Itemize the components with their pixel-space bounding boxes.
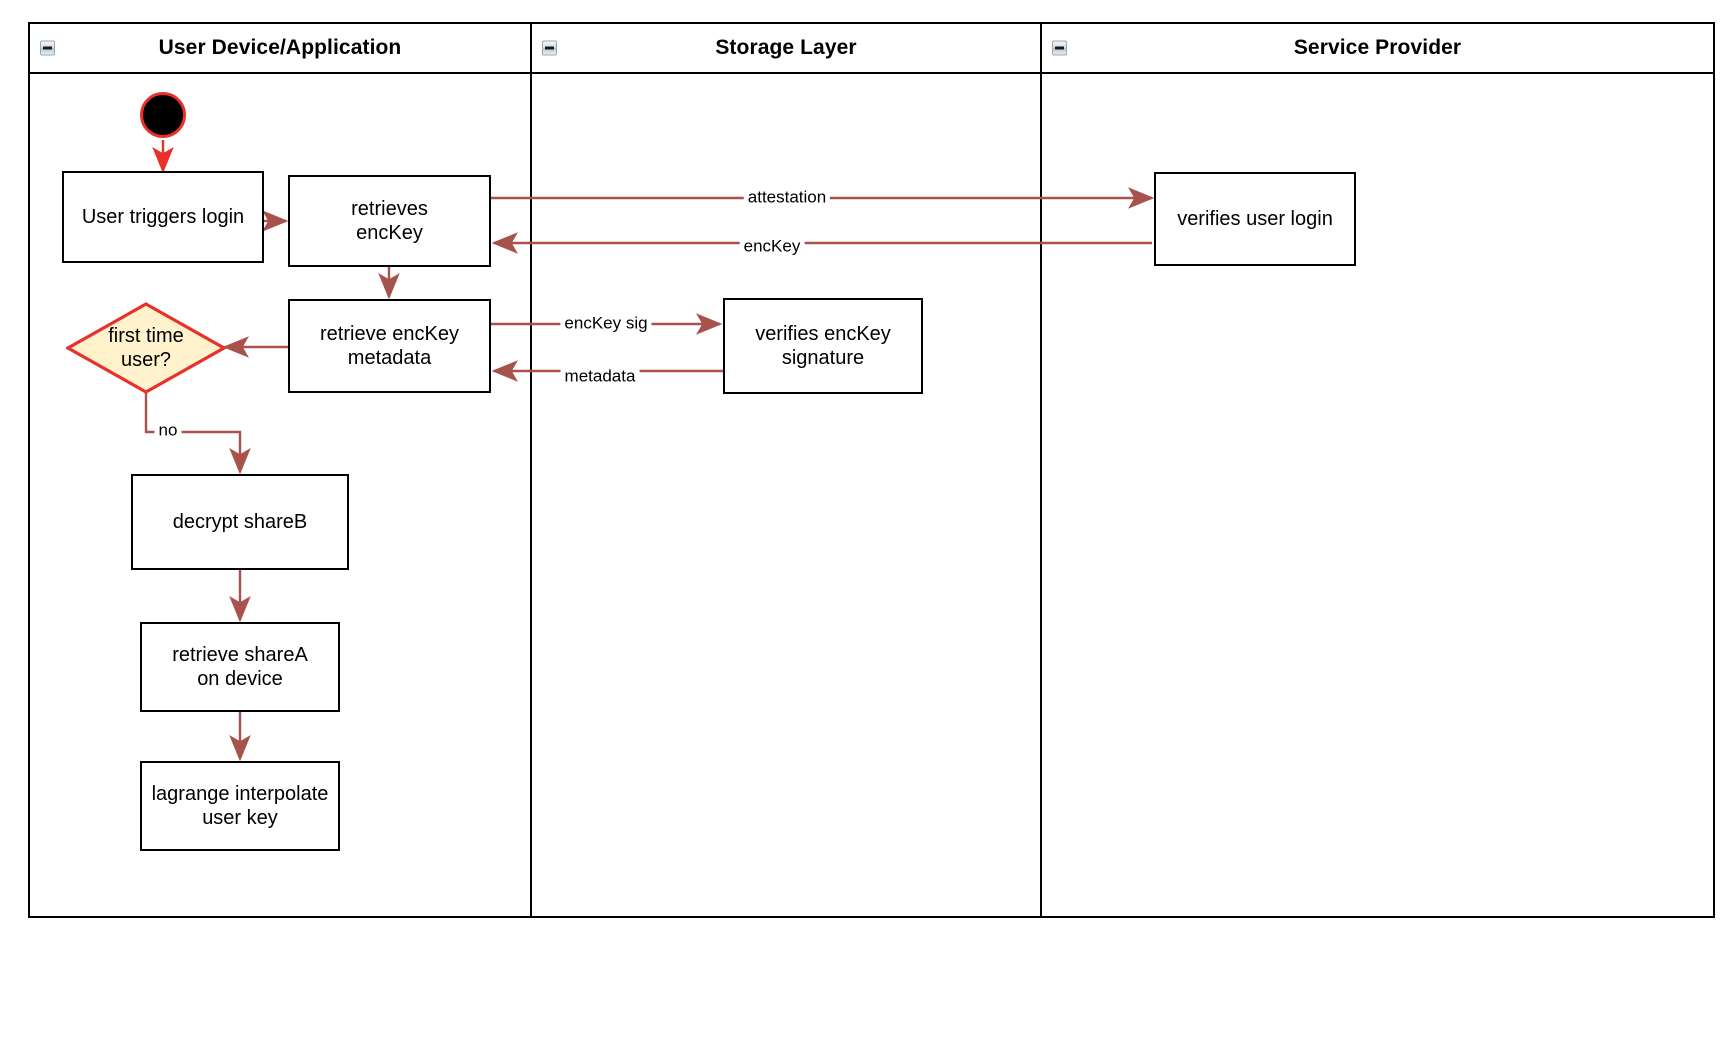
diamond-shape — [66, 302, 226, 394]
activity-user-triggers-login[interactable]: User triggers login — [62, 171, 264, 263]
lane-title-user-device: User Device/Application — [158, 36, 402, 59]
edge-label-metadata: metadata — [560, 367, 640, 387]
activity-label: verifies encKey signature — [755, 322, 891, 369]
activity-verifies-enckey-signature[interactable]: verifies encKey signature — [723, 298, 923, 394]
lane-header-storage-layer: Storage Layer — [532, 24, 1040, 74]
lane-header-user-device: User Device/Application — [30, 24, 530, 74]
initial-node[interactable] — [140, 92, 186, 138]
edge-label-attestation: attestation — [743, 188, 831, 208]
lane-header-service-provider: Service Provider — [1042, 24, 1713, 74]
activity-label: decrypt shareB — [172, 510, 308, 533]
activity-label: retrieves encKey — [351, 197, 428, 244]
decision-label: first time user? — [108, 324, 184, 371]
activity-label: lagrange interpolate user key — [151, 782, 329, 829]
activity-retrieves-enckey[interactable]: retrieves encKey — [288, 175, 491, 267]
edge-label-no: no — [154, 421, 182, 441]
activity-verifies-user-login[interactable]: verifies user login — [1154, 172, 1356, 266]
lane-title-storage-layer: Storage Layer — [715, 36, 857, 59]
lane-storage-layer[interactable]: Storage Layer — [530, 24, 1040, 916]
minus-box-icon[interactable] — [40, 40, 55, 56]
activity-retrieve-enckey-metadata[interactable]: retrieve encKey metadata — [288, 299, 491, 393]
lane-title-service-provider: Service Provider — [1293, 36, 1462, 59]
activity-retrieve-sharea-on-device[interactable]: retrieve shareA on device — [140, 622, 340, 712]
activity-lagrange-interpolate-user-key[interactable]: lagrange interpolate user key — [140, 761, 340, 851]
activity-label: retrieve shareA on device — [172, 643, 308, 690]
lane-service-provider[interactable]: Service Provider — [1040, 24, 1713, 916]
activity-label: verifies user login — [1177, 207, 1333, 230]
minus-box-icon[interactable] — [542, 40, 557, 56]
minus-box-icon[interactable] — [1052, 40, 1067, 56]
activity-decrypt-shareb[interactable]: decrypt shareB — [131, 474, 349, 570]
edge-label-enckey: encKey — [739, 237, 805, 257]
edge-label-enckey-sig: encKey sig — [560, 314, 652, 334]
activity-label: User triggers login — [81, 205, 245, 228]
activity-label: retrieve encKey metadata — [320, 322, 459, 369]
lane-user-device[interactable]: User Device/Application — [30, 24, 530, 916]
decision-first-time-user[interactable]: first time user? — [66, 302, 226, 394]
